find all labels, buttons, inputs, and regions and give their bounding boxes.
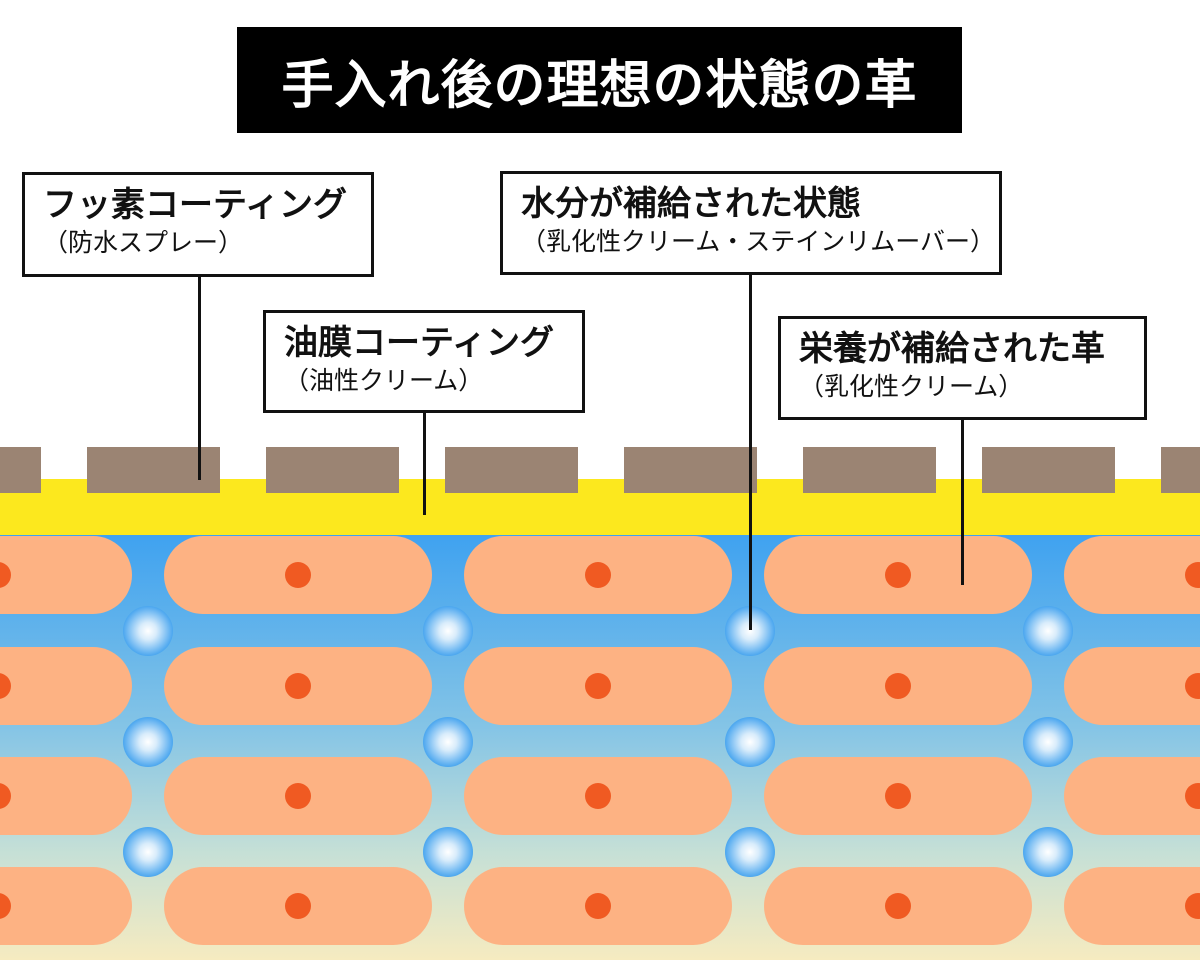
water-drop-icon	[123, 827, 173, 877]
nucleus-dot	[1185, 562, 1200, 588]
fluorine-coating-layer	[0, 447, 1200, 493]
nucleus-dot	[285, 673, 311, 699]
label-sub: （乳化性クリーム・ステインリムーバー）	[521, 227, 996, 256]
label-sub: （油性クリーム）	[284, 366, 484, 395]
nucleus-dot	[885, 893, 911, 919]
fiber-cell	[1064, 536, 1200, 614]
fiber-cell	[1064, 757, 1200, 835]
label-sub: （乳化性クリーム）	[799, 372, 1024, 401]
water-drop-icon	[725, 827, 775, 877]
diagram-title: 手入れ後の理想の状態の革	[237, 27, 962, 133]
water-drop-icon	[725, 717, 775, 767]
nucleus-dot	[1185, 783, 1200, 809]
label-nutrition: 栄養が補給された革 （乳化性クリーム）	[778, 316, 1147, 420]
water-drop-icon	[1023, 717, 1073, 767]
nucleus-dot	[0, 893, 11, 919]
nucleus-dot	[285, 562, 311, 588]
fiber-cell	[1064, 867, 1200, 945]
fiber-cell	[0, 757, 132, 835]
fluorine-block	[982, 447, 1115, 493]
water-drop-icon	[423, 717, 473, 767]
label-main: 栄養が補給された革	[799, 329, 1105, 369]
water-drop-icon	[423, 606, 473, 656]
fluorine-block	[445, 447, 578, 493]
fiber-cell	[1064, 647, 1200, 725]
water-drop-layer	[123, 606, 1073, 877]
nucleus-dot	[885, 562, 911, 588]
leader-line-moisture	[749, 275, 752, 630]
fiber-cell	[0, 536, 132, 614]
nucleus-dot	[285, 783, 311, 809]
leader-line-oil-film	[423, 413, 426, 515]
label-main: 水分が補給された状態	[521, 184, 861, 224]
nucleus-dot	[585, 783, 611, 809]
nucleus-dot	[1185, 673, 1200, 699]
fiber-cell	[0, 867, 132, 945]
nucleus-dot	[585, 562, 611, 588]
label-moisture: 水分が補給された状態 （乳化性クリーム・ステインリムーバー）	[500, 171, 1002, 275]
nucleus-dot	[585, 893, 611, 919]
fluorine-block	[1161, 447, 1200, 493]
nucleus-dot	[1185, 893, 1200, 919]
water-drop-icon	[423, 827, 473, 877]
leather-fiber-layer	[0, 536, 1200, 945]
label-main: フッ素コーティング	[43, 185, 347, 225]
fluorine-block	[266, 447, 399, 493]
nucleus-dot	[0, 783, 11, 809]
nucleus-dot	[885, 673, 911, 699]
label-sub: （防水スプレー）	[43, 228, 244, 257]
leader-line-fluorine	[198, 277, 201, 480]
fluorine-block	[0, 447, 41, 493]
nucleus-dot	[0, 562, 11, 588]
fluorine-block	[624, 447, 757, 493]
fluorine-block	[803, 447, 936, 493]
water-drop-icon	[1023, 827, 1073, 877]
nucleus-dot	[885, 783, 911, 809]
nucleus-dot	[0, 673, 11, 699]
fiber-cell	[0, 647, 132, 725]
water-drop-icon	[123, 717, 173, 767]
leader-line-nutrition	[961, 420, 964, 585]
water-drop-icon	[725, 606, 775, 656]
water-drop-icon	[123, 606, 173, 656]
label-fluorine-coating: フッ素コーティング （防水スプレー）	[22, 172, 374, 277]
fluorine-block	[87, 447, 220, 493]
label-oil-film-coating: 油膜コーティング （油性クリーム）	[263, 310, 585, 413]
label-main: 油膜コーティング	[284, 323, 554, 363]
nucleus-dot	[585, 673, 611, 699]
nucleus-dot	[285, 893, 311, 919]
water-drop-icon	[1023, 606, 1073, 656]
